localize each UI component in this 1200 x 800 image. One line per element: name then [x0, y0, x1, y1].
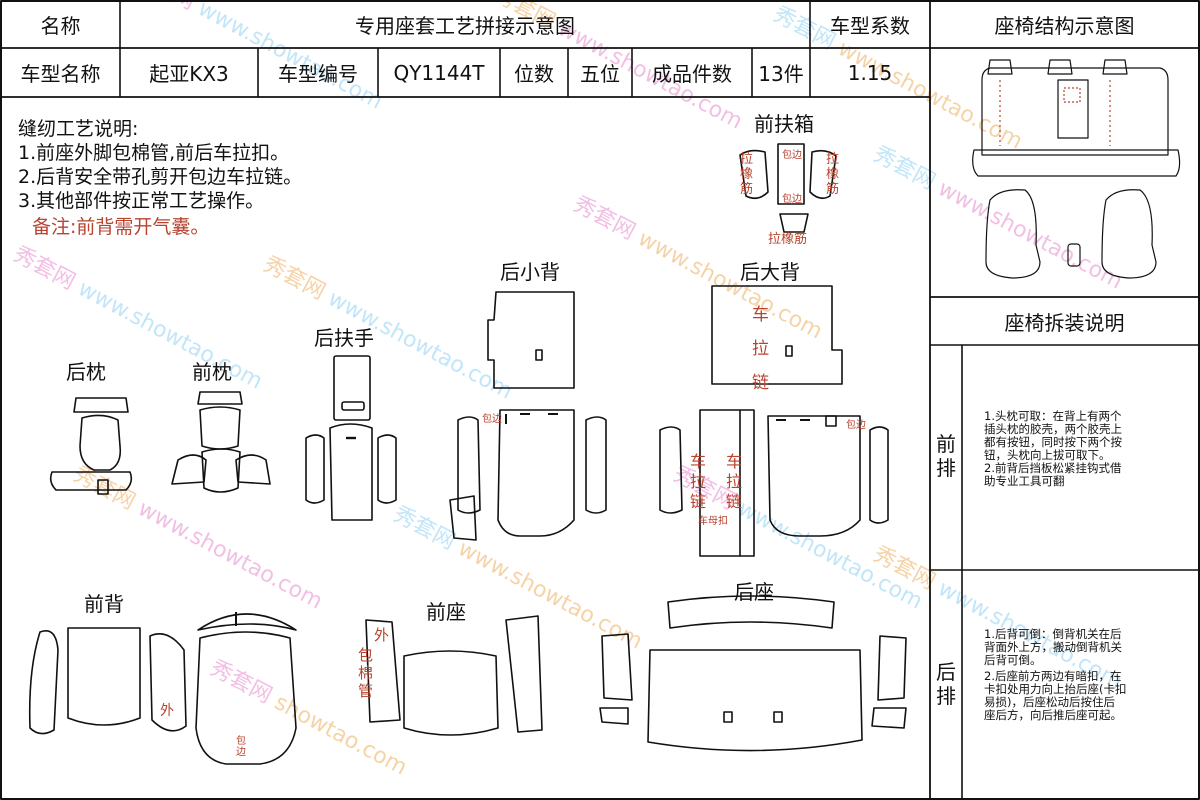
notes-title: 缝纫工艺说明:: [18, 118, 139, 140]
instruction-line: 2.前背后挡板松紧挂钩式借: [984, 461, 1122, 475]
seats-label: 位数: [514, 62, 554, 86]
model-no: QY1144T: [393, 60, 485, 85]
pieces-value: 13件: [758, 62, 804, 86]
mark-bind-edge: 包边: [482, 414, 502, 425]
coef-value: 1.15: [847, 60, 893, 85]
mark-bind-edge: 包边: [782, 150, 802, 161]
front-box-pieces: [739, 143, 837, 233]
rear-row-label: 后排: [936, 660, 956, 708]
rear-small-back-pieces: [449, 291, 607, 541]
model-name-label: 车型名称: [20, 62, 101, 86]
pieces-label: 成品件数: [652, 62, 732, 86]
mark-rubber-right: 拉橡筋: [826, 152, 840, 197]
part-label-rear-pillow: 后枕: [66, 360, 106, 384]
part-label-rear-armrest: 后扶手: [314, 326, 374, 350]
part-label-rear-big-back: 后大背: [740, 260, 800, 284]
disassembly-title: 座椅拆装说明: [1004, 310, 1125, 335]
mark-bind-edge: 包边: [236, 736, 246, 758]
notes-line-2: 2.后背安全带孔剪开包边车拉链。: [18, 166, 303, 188]
model-name: 起亚KX3: [149, 62, 229, 86]
part-label-front-seat: 前座: [426, 600, 466, 624]
front-back-pieces: [28, 612, 297, 765]
instruction-line: 钮，头枕向上拔可取下。: [984, 448, 1111, 462]
page-title: 专用座套工艺拼接示意图: [355, 14, 575, 38]
instruction-line: 1.头枕可取：在背上有两个: [984, 409, 1122, 423]
part-label-rear-seat: 后座: [734, 580, 774, 604]
part-label-front-box: 前扶箱: [754, 112, 814, 136]
instruction-line: 易损)，后座松动后按住后: [984, 695, 1115, 709]
mark-zipper-left: 车拉链: [690, 452, 707, 511]
instruction-line: 2.后座前方两边有暗扣，在: [984, 669, 1122, 683]
mark-cotton-pipe: 包棉管: [358, 646, 374, 700]
rear-pillow-pieces: [49, 397, 133, 495]
mark-zipper-big-back: 车拉链: [752, 305, 769, 393]
mark-bind-edge: 包边: [782, 194, 802, 205]
seat-structure-sketch: [972, 59, 1181, 279]
seats-value: 五位: [580, 62, 620, 86]
instruction-line: 卡扣处用力向上抬后座(卡扣: [984, 682, 1127, 696]
structure-title: 座椅结构示意图: [994, 14, 1135, 38]
mark-bind-edge: 包边: [846, 420, 866, 431]
instruction-line: 1.后背可倒：倒背机关在后: [984, 627, 1122, 641]
rear-seat-pieces: [599, 595, 907, 752]
instruction-line: 座后方，向后推后座可起。: [984, 708, 1122, 722]
instruction-line: 助专业工具可翻: [984, 474, 1065, 488]
coef-label: 车型系数: [830, 14, 910, 38]
instruction-line: 后背可倒。: [984, 653, 1042, 667]
instruction-line: 背面外上方，搬动倒背机关: [984, 640, 1122, 654]
mark-snap: 车母扣: [698, 516, 728, 527]
name-label: 名称: [40, 14, 81, 38]
front-seat-pieces: [365, 615, 543, 736]
model-no-label: 车型编号: [278, 62, 358, 86]
part-label-rear-small-back: 后小背: [500, 260, 560, 284]
rear-big-back-pieces: [659, 285, 889, 557]
notes-line-1: 1.前座外脚包棉管,前后车拉扣。: [18, 142, 290, 164]
mark-zipper-right: 车拉链: [726, 452, 743, 511]
front-pillow-pieces: [171, 391, 271, 493]
mark-rubber-band: 拉橡筋: [768, 232, 808, 247]
mark-rubber-left: 拉橡筋: [740, 152, 754, 197]
rear-armrest-pieces: [305, 355, 397, 521]
instruction-line: 插头枕的胶壳，两个胶壳上: [984, 422, 1122, 436]
notes-line-3: 3.其他部件按正常工艺操作。: [18, 190, 265, 212]
notes-remark: 备注:前背需开气囊。: [32, 216, 210, 238]
part-label-front-back: 前背: [84, 592, 124, 616]
part-label-front-pillow: 前枕: [192, 360, 232, 384]
mark-outer: 外: [160, 703, 174, 719]
front-row-label: 前排: [936, 432, 956, 480]
instruction-line: 都有按钮，同时按下两个按: [984, 435, 1122, 449]
mark-outer-seat: 外: [374, 626, 390, 644]
